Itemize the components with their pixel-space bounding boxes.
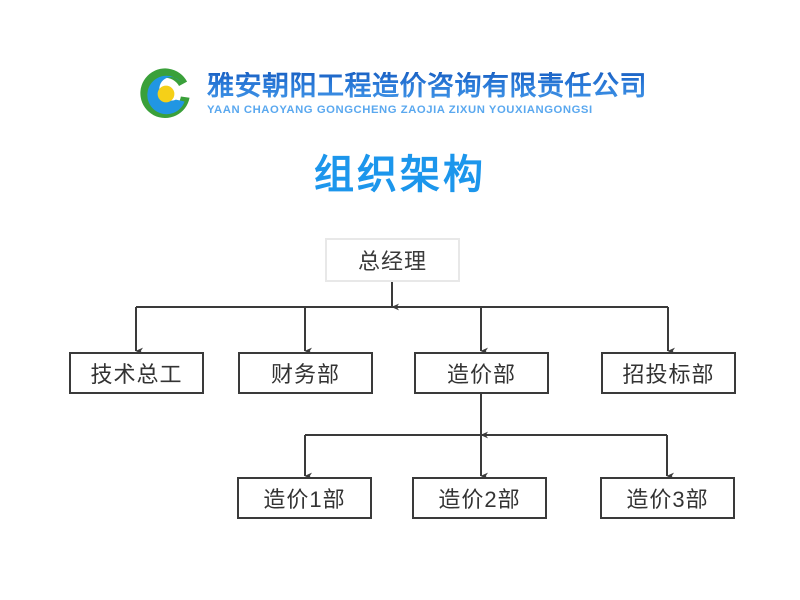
- org-node-general-manager[interactable]: 总经理: [325, 238, 460, 282]
- org-node-cost-department-2[interactable]: 造价2部: [412, 477, 547, 519]
- page-title: 组织架构: [314, 153, 486, 197]
- org-node-cost-department-3[interactable]: 造价3部: [600, 477, 735, 519]
- company-header: 雅安朝阳工程造价咨询有限责任公司 YAAN CHAOYANG GONGCHENG…: [135, 55, 665, 133]
- org-node-finance-department[interactable]: 财务部: [238, 352, 373, 394]
- org-node-cost-department-1[interactable]: 造价1部: [237, 477, 372, 519]
- brand-text-block: 雅安朝阳工程造价咨询有限责任公司 YAAN CHAOYANG GONGCHENG…: [207, 70, 647, 117]
- org-node-bidding-department[interactable]: 招投标部: [601, 352, 736, 394]
- company-name-en: YAAN CHAOYANG GONGCHENG ZAOJIA ZIXUN YOU…: [207, 104, 593, 117]
- company-logo-icon: [135, 63, 197, 125]
- org-node-cost-department[interactable]: 造价部: [414, 352, 549, 394]
- org-node-chief-technical-engineer[interactable]: 技术总工: [69, 352, 204, 394]
- company-name-cn: 雅安朝阳工程造价咨询有限责任公司: [207, 70, 647, 101]
